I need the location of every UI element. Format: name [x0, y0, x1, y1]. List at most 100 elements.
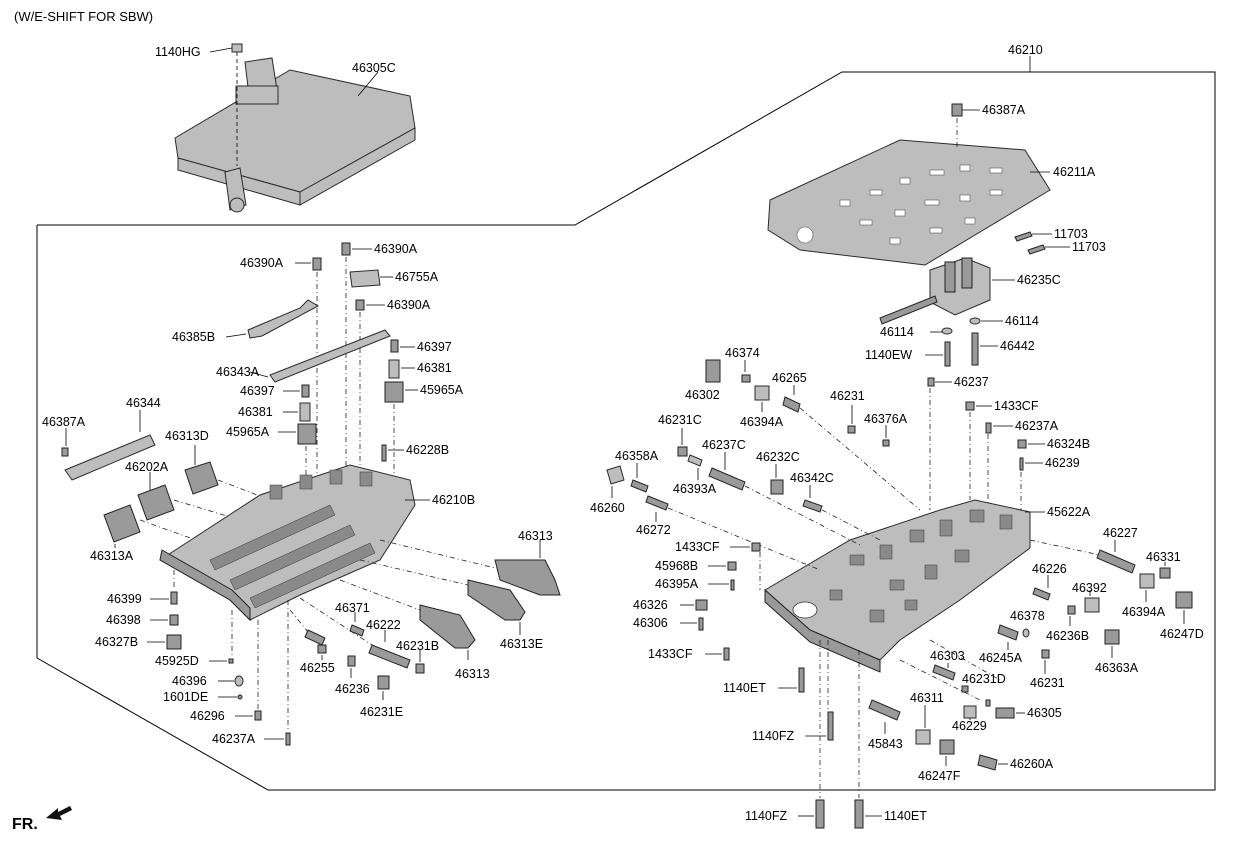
label-46227: 46227 [1103, 526, 1138, 540]
label-46397-b: 46397 [240, 384, 275, 398]
label-46385b: 46385B [172, 330, 215, 344]
label-46265: 46265 [772, 371, 807, 385]
label-46236: 46236 [335, 682, 370, 696]
label-46358a: 46358A [615, 449, 659, 463]
label-46239: 46239 [1045, 456, 1080, 470]
label-46114-b: 46114 [1005, 314, 1039, 328]
label-46442: 46442 [1000, 339, 1035, 353]
label-46392: 46392 [1072, 581, 1107, 595]
label-46226: 46226 [1032, 562, 1067, 576]
label-45965a-b: 45965A [226, 425, 270, 439]
label-46387a-right: 46387A [982, 103, 1026, 117]
label-1140et-b: 1140ET [884, 809, 927, 823]
separator-plate-46211a [767, 139, 1051, 266]
label-11703-b: 11703 [1072, 240, 1106, 254]
label-45622a: 45622A [1047, 505, 1091, 519]
label-1433cf-c: 1433CF [648, 647, 693, 661]
label-46313a: 46313A [90, 549, 134, 563]
label-46228b: 46228B [406, 443, 449, 457]
label-46255: 46255 [300, 661, 335, 675]
diagram-title: (W/E-SHIFT FOR SBW) [14, 9, 154, 24]
label-46247d: 46247D [1160, 627, 1204, 641]
label-46395a: 46395A [655, 577, 699, 591]
label-46306: 46306 [633, 616, 668, 630]
label-46755a: 46755A [395, 270, 439, 284]
label-46237c: 46237C [702, 438, 746, 452]
label-46260: 46260 [590, 501, 625, 515]
label-46327b: 46327B [95, 635, 138, 649]
label-1433cf-b: 1433CF [675, 540, 720, 554]
label-46376a: 46376A [864, 412, 908, 426]
label-46313-a: 46313 [518, 529, 553, 543]
label-46235c: 46235C [1017, 273, 1061, 287]
front-arrow-icon [46, 806, 72, 820]
label-1140hg: 1140HG [155, 45, 201, 59]
label-46390a-b: 46390A [374, 242, 418, 256]
label-46247f: 46247F [918, 769, 961, 783]
label-46305c: 46305C [352, 61, 396, 75]
label-46397-a: 46397 [417, 340, 452, 354]
label-46210: 46210 [1008, 43, 1043, 57]
label-1140et-a: 1140ET [723, 681, 766, 695]
label-46399: 46399 [107, 592, 142, 606]
label-46237a-right: 46237A [1015, 419, 1059, 433]
label-46331: 46331 [1146, 550, 1181, 564]
label-46260a: 46260A [1010, 757, 1054, 771]
label-46305: 46305 [1027, 706, 1062, 720]
label-46232c: 46232C [756, 450, 800, 464]
label-46396: 46396 [172, 674, 207, 688]
label-46302: 46302 [685, 388, 720, 402]
label-46222: 46222 [366, 618, 401, 632]
label-45965a-a: 45965A [420, 383, 464, 397]
label-46114-a: 46114 [880, 325, 914, 339]
label-46313-b: 46313 [455, 667, 490, 681]
label-46343a: 46343A [216, 365, 260, 379]
label-46237a-left: 46237A [212, 732, 256, 746]
label-1140fz-a: 1140FZ [752, 729, 795, 743]
label-46231e: 46231E [360, 705, 403, 719]
label-46371: 46371 [335, 601, 370, 615]
label-46324b: 46324B [1047, 437, 1090, 451]
label-46381-b: 46381 [238, 405, 273, 419]
label-46342c: 46342C [790, 471, 834, 485]
label-46231-a: 46231 [830, 389, 865, 403]
label-46296: 46296 [190, 709, 225, 723]
label-46229: 46229 [952, 719, 987, 733]
actuator-bracket-46305c [174, 43, 416, 213]
label-1140ew: 1140EW [865, 348, 912, 362]
label-46237: 46237 [954, 375, 989, 389]
front-direction-label: FR. [12, 816, 38, 833]
label-11703-a: 11703 [1054, 227, 1088, 241]
label-46398: 46398 [106, 613, 141, 627]
label-46231c: 46231C [658, 413, 702, 427]
label-46303: 46303 [930, 649, 965, 663]
label-1433cf-a: 1433CF [994, 399, 1039, 413]
label-46378: 46378 [1010, 609, 1045, 623]
label-46231d: 46231D [962, 672, 1006, 686]
label-46390a-a: 46390A [240, 256, 284, 270]
label-46211a: 46211A [1053, 165, 1096, 179]
label-1601de: 1601DE [163, 690, 208, 704]
label-46245a: 46245A [979, 651, 1023, 665]
label-46311: 46311 [910, 691, 944, 705]
label-46394a-a: 46394A [740, 415, 784, 429]
label-46210b: 46210B [432, 493, 475, 507]
label-46236b: 46236B [1046, 629, 1089, 643]
label-46313e: 46313E [500, 637, 543, 651]
label-45843: 45843 [868, 737, 903, 751]
manual-valve-46235c [879, 257, 991, 325]
label-46313d: 46313D [165, 429, 209, 443]
valve-body-46210b [159, 464, 416, 622]
label-46272: 46272 [636, 523, 671, 537]
assembly-frame [36, 71, 1216, 791]
label-46393a: 46393A [673, 482, 717, 496]
valve-body-45622a [764, 499, 1031, 673]
label-46381-a: 46381 [417, 361, 452, 375]
label-1140fz-b: 1140FZ [745, 809, 788, 823]
label-45968b: 45968B [655, 559, 698, 573]
label-46231b: 46231B [396, 639, 439, 653]
label-46387a-left: 46387A [42, 415, 86, 429]
label-46394a-b: 46394A [1122, 605, 1166, 619]
label-46231-b: 46231 [1030, 676, 1065, 690]
